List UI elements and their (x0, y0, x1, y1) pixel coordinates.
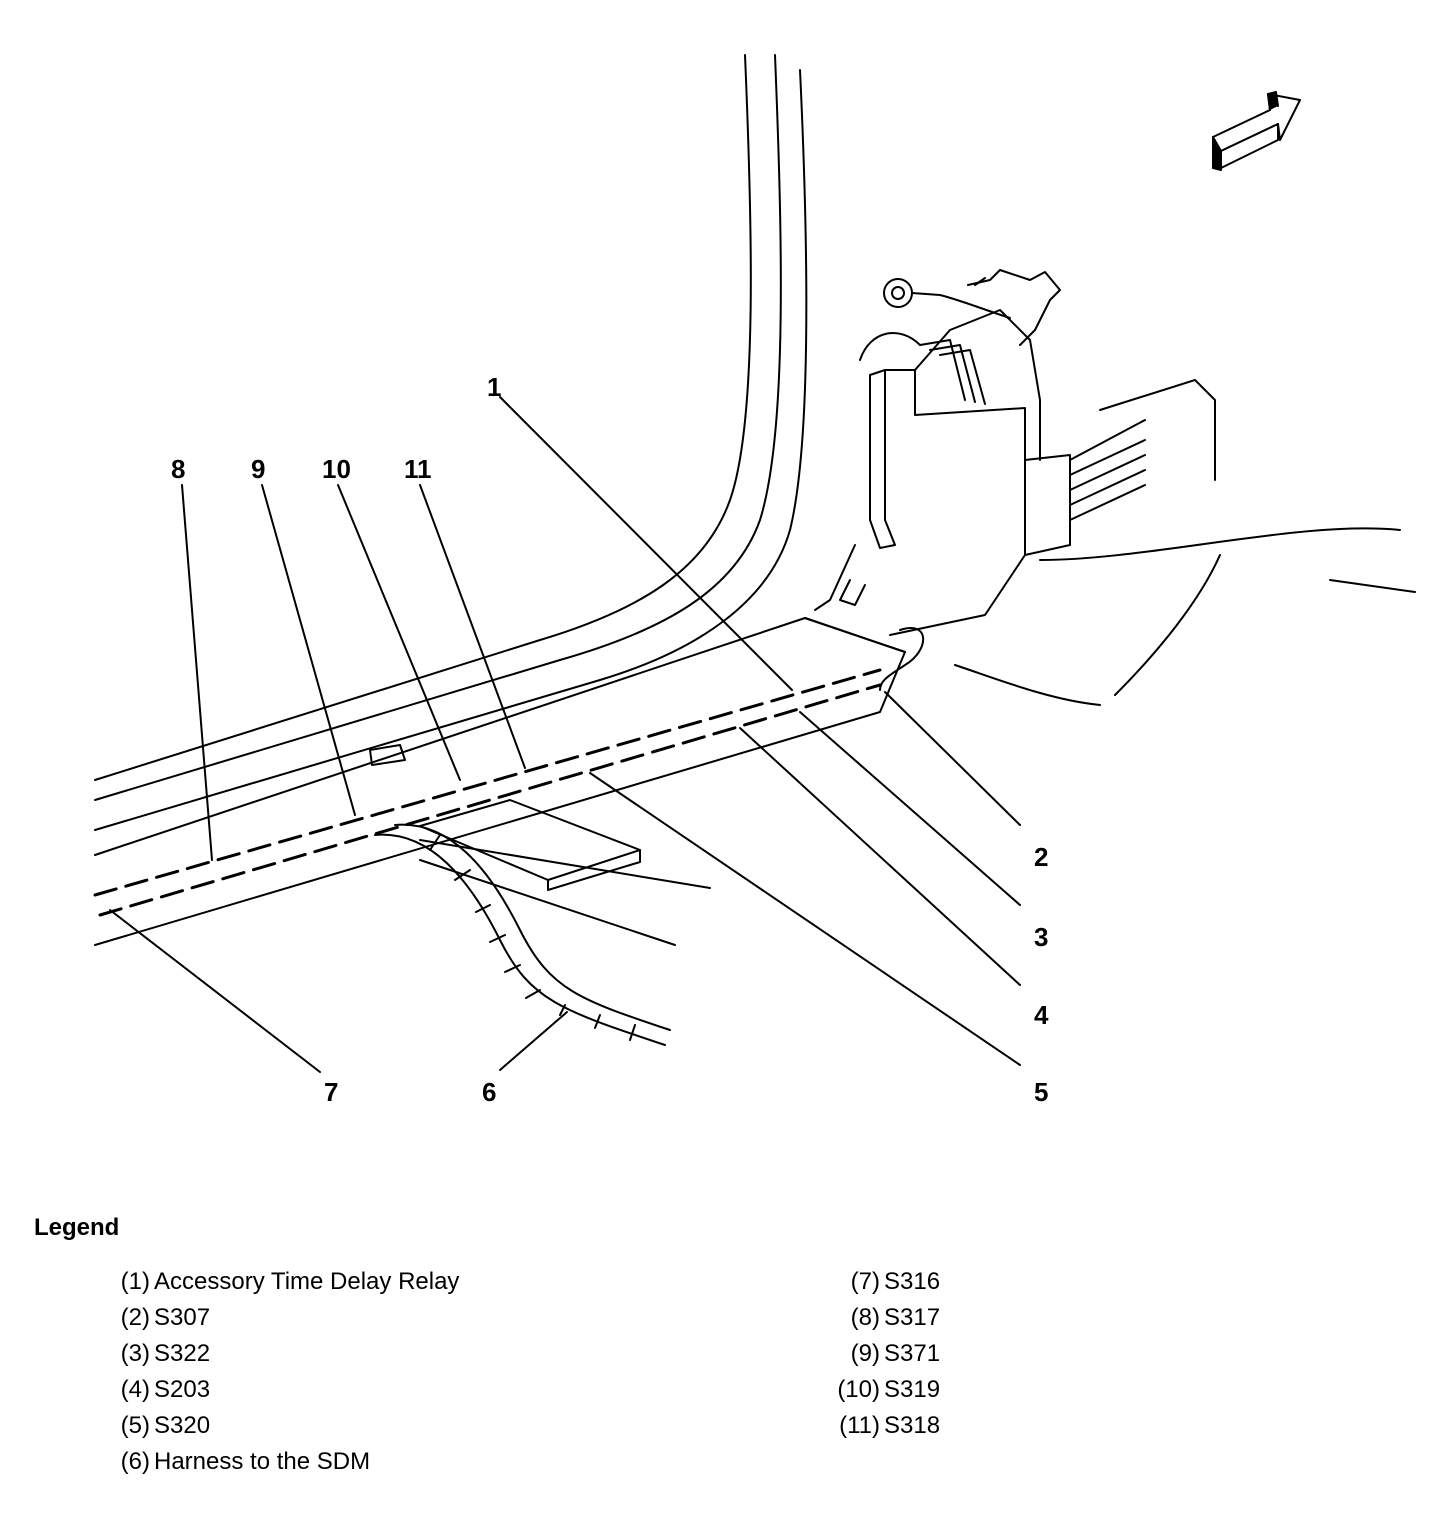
legend-item: (5)S320 (88, 1408, 459, 1444)
legend-item: (6)Harness to the SDM (88, 1444, 459, 1480)
wiring-diagram: 1 2 3 4 5 6 7 8 9 10 11 (93, 54, 1416, 1107)
legend-item: (4)S203 (88, 1372, 459, 1408)
callout-7: 7 (324, 1077, 338, 1107)
legend-item-number: (7) (850, 1268, 880, 1295)
ground-terminal (883, 269, 1061, 346)
legend-right-column: (7)S316 (8)S317 (9)S371 (10)S319 (11)S31… (820, 1264, 940, 1444)
legend-item: (10)S319 (820, 1372, 940, 1408)
legend-item-text: S203 (154, 1376, 211, 1403)
legend-item-text: S318 (884, 1412, 941, 1439)
legend-item-number: (10) (837, 1376, 880, 1403)
legend-title: Legend (34, 1214, 120, 1241)
leader-lines (109, 396, 1021, 1073)
legend-item: (3)S322 (88, 1336, 459, 1372)
sdm-harness (374, 823, 671, 1046)
legend-item-number: (8) (850, 1304, 880, 1331)
legend-left-column: (1)Accessory Time Delay Relay (2)S307 (3… (88, 1264, 460, 1480)
relay-bracket (814, 309, 1146, 691)
legend-item: (7)S316 (820, 1264, 940, 1300)
callout-5: 5 (1034, 1077, 1048, 1107)
legend-item: (11)S318 (820, 1408, 940, 1444)
callout-1: 1 (487, 372, 501, 402)
legend-item-text: S316 (884, 1268, 941, 1295)
legend-item-text: S307 (154, 1304, 211, 1331)
callout-8: 8 (171, 454, 185, 484)
legend-item-number: (3) (120, 1340, 150, 1367)
legend-item-text: S320 (154, 1412, 211, 1439)
callout-11: 11 (404, 454, 432, 484)
legend-item-number: (6) (120, 1448, 150, 1475)
legend-item-number: (1) (120, 1268, 150, 1295)
legend-item-text: Accessory Time Delay Relay (154, 1268, 460, 1295)
door-pillar (94, 54, 808, 831)
legend-item-text: Harness to the SDM (154, 1448, 371, 1475)
callout-labels: 1 2 3 4 5 6 7 8 9 10 11 (171, 372, 1049, 1107)
legend-item-number: (2) (120, 1304, 150, 1331)
legend-item: (2)S307 (88, 1300, 459, 1336)
legend-item-text: S322 (154, 1340, 211, 1367)
legend-item-text: S319 (884, 1376, 941, 1403)
callout-3: 3 (1034, 922, 1048, 952)
legend-item-number: (11) (839, 1412, 880, 1439)
legend-item: (9)S371 (820, 1336, 940, 1372)
legend-item: (1)Accessory Time Delay Relay (88, 1264, 460, 1300)
legend-item-number: (4) (120, 1376, 150, 1403)
callout-2: 2 (1034, 842, 1048, 872)
callout-10: 10 (322, 454, 351, 484)
legend-item-text: S317 (884, 1304, 941, 1331)
instrument-panel (954, 379, 1416, 706)
callout-9: 9 (251, 454, 265, 484)
harness-dashed-lines (93, 668, 882, 917)
forward-arrow-icon (1212, 91, 1301, 171)
legend-item-number: (9) (850, 1340, 880, 1367)
callout-4: 4 (1034, 1000, 1049, 1030)
legend-item: (8)S317 (820, 1300, 940, 1336)
legend-item-text: S371 (884, 1340, 941, 1367)
legend-item-number: (5) (120, 1412, 150, 1439)
callout-6: 6 (482, 1077, 496, 1107)
